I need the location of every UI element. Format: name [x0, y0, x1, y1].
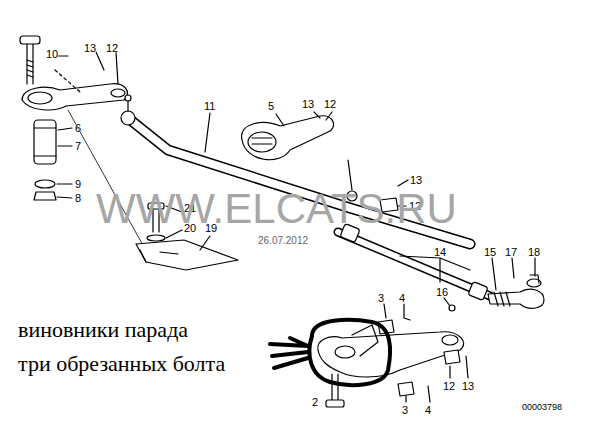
callout-number: 18: [528, 246, 540, 258]
callout-number: 3: [378, 292, 384, 304]
callout-number: 13: [84, 42, 96, 54]
callout-number: 7: [75, 140, 81, 152]
callout-number: 13: [410, 174, 422, 186]
callout-number: 2: [312, 396, 318, 408]
callout-number: 4: [399, 292, 405, 304]
callout-number: 12: [106, 42, 118, 54]
callout-number: 12: [443, 380, 455, 392]
callout-number: 11: [204, 100, 215, 112]
date-stamp: 26.07.2012: [258, 235, 308, 246]
annotation-note: виновники парада: [18, 318, 188, 342]
drawing-number: 00003798: [522, 403, 562, 413]
callout-number: 15: [484, 246, 496, 258]
callout-number: 16: [436, 286, 448, 298]
callout-number: 4: [425, 404, 431, 416]
callout-number: 10: [46, 48, 58, 60]
callout-number: 5: [268, 100, 274, 112]
annotation-note: три обрезанных болта: [18, 352, 225, 376]
callout-number: 14: [434, 246, 446, 258]
watermark: WWW.ELCATS.RU: [96, 186, 457, 232]
callout-number: 9: [75, 178, 81, 190]
callout-number: 3: [402, 404, 408, 416]
callout-number: 13: [302, 98, 314, 110]
callout-number: 17: [505, 246, 517, 258]
callout-number: 8: [75, 192, 81, 204]
callout-number: 12: [324, 98, 336, 110]
callout-number: 13: [462, 380, 474, 392]
callout-number: 6: [75, 122, 81, 134]
